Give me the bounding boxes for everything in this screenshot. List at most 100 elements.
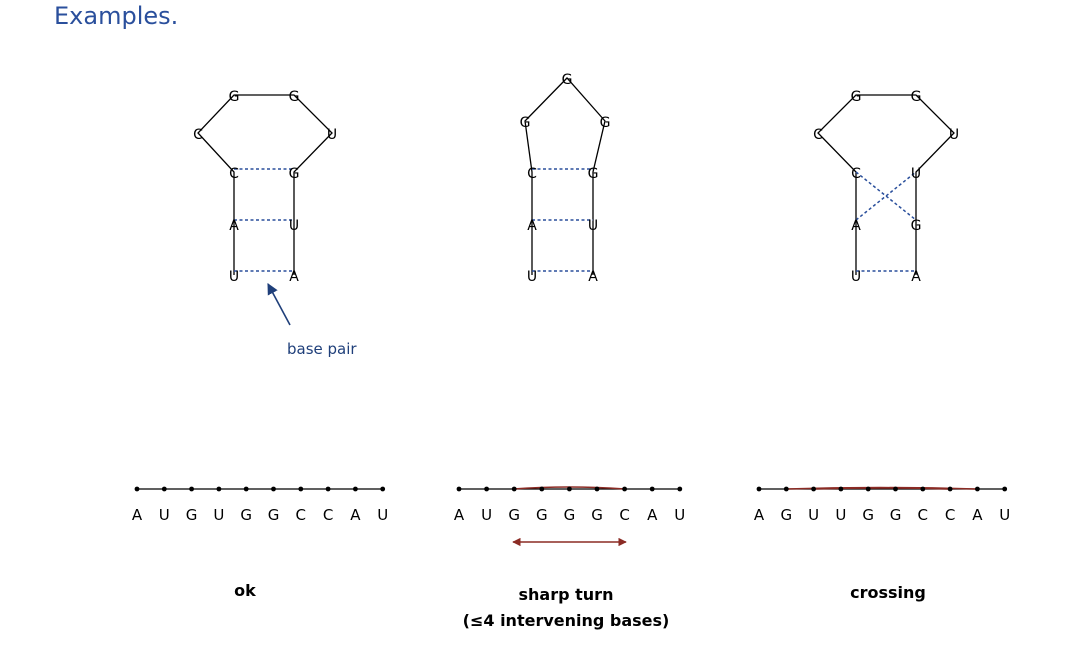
- sequence-letter: G: [268, 506, 280, 524]
- sequence-dot: [677, 486, 683, 492]
- sequence-dot: [893, 486, 898, 492]
- nucleotide: G: [229, 89, 240, 105]
- structure-ok: U A A U C G C U G G: [193, 89, 337, 285]
- sequence-dots-ok: [134, 486, 386, 492]
- sequence-dot: [271, 486, 276, 492]
- sequence-letter: G: [564, 506, 576, 524]
- sequence-letter: G: [780, 506, 792, 524]
- caption-crossing: crossing: [850, 583, 926, 602]
- pair-line-crossing-2: [855, 171, 917, 221]
- sequence-dot: [811, 486, 816, 492]
- sequence-dots-crossing: [756, 486, 1008, 492]
- sequence-letter: G: [890, 506, 902, 524]
- nucleotide: A: [289, 269, 299, 285]
- pair-line-crossing-3: [855, 171, 917, 221]
- backbone-ok: [197, 94, 333, 275]
- sequence-letter: C: [918, 506, 928, 524]
- caption-ok: ok: [234, 581, 256, 600]
- sequence-letter: G: [240, 506, 252, 524]
- nucleotide: G: [562, 72, 573, 88]
- sequence-dot: [511, 486, 517, 492]
- sequence-dot: [484, 486, 489, 492]
- structure-crossing: U A A G C U C U G G: [813, 89, 959, 285]
- sequence-dot: [1002, 486, 1008, 492]
- sequence-dot: [189, 486, 195, 492]
- sequence-letter: A: [454, 506, 465, 524]
- sequence-letter: C: [296, 506, 306, 524]
- nucleotide: U: [289, 218, 299, 234]
- sequence-dots-sharp-turn: [456, 486, 683, 492]
- nucleotide: C: [193, 127, 203, 143]
- sequence-dot: [216, 486, 222, 492]
- sequence-letter: A: [754, 506, 765, 524]
- sequence-dot: [838, 486, 844, 492]
- nucleotide: G: [600, 115, 611, 131]
- sequence-dot: [865, 486, 871, 492]
- nucleotide: C: [851, 166, 861, 182]
- base-pair-arrow: [267, 283, 291, 326]
- sequence-dot: [134, 486, 140, 492]
- sequence-dot: [756, 486, 762, 492]
- sequence-dot: [920, 486, 926, 492]
- pair-arc-crossing-2: [812, 487, 950, 490]
- nucleotide: A: [911, 269, 921, 285]
- nucleotide: G: [289, 166, 300, 182]
- caption-sharp-turn: sharp turn: [519, 585, 614, 604]
- sequence-dot: [947, 486, 953, 492]
- sequence-dot: [783, 486, 789, 492]
- caption-sharp-turn-sub: (≤4 intervening bases): [463, 611, 670, 630]
- nucleotide: A: [229, 218, 239, 234]
- sequence-letter: U: [159, 506, 170, 524]
- sequence-dot: [539, 486, 545, 492]
- sequence-letter: G: [508, 506, 520, 524]
- backbone-sharp-turn: [524, 77, 606, 275]
- sequence-dot: [649, 486, 655, 492]
- backbone-crossing: [817, 94, 955, 275]
- nucleotide: G: [588, 166, 599, 182]
- sequence-letter: C: [945, 506, 955, 524]
- sequence-letter: U: [213, 506, 224, 524]
- nucleotide: C: [813, 127, 823, 143]
- nucleotide: G: [851, 89, 862, 105]
- sequence-letter: G: [862, 506, 874, 524]
- base-pair-label: base pair: [287, 340, 357, 358]
- nucleotide: U: [327, 127, 337, 143]
- sequence-letter: A: [132, 506, 143, 524]
- nucleotide: A: [851, 218, 861, 234]
- sequence-dot: [594, 486, 600, 492]
- sequence-letter: G: [186, 506, 198, 524]
- sequence-dot: [567, 486, 572, 492]
- sequence-dot: [325, 486, 331, 492]
- sequence-letter: U: [835, 506, 846, 524]
- sequence-letter: U: [808, 506, 819, 524]
- nucleotide: U: [229, 269, 239, 285]
- nucleotide: U: [527, 269, 537, 285]
- nucleotide: U: [851, 269, 861, 285]
- slide-title: Examples.: [54, 2, 179, 30]
- nucleotide: U: [911, 166, 921, 182]
- sequence-letter: U: [674, 506, 685, 524]
- nucleotide: G: [520, 115, 531, 131]
- sequence-dot: [353, 486, 358, 492]
- nucleotide: A: [588, 269, 598, 285]
- sequence-letter: U: [377, 506, 388, 524]
- nucleotide: G: [289, 89, 300, 105]
- sequence-letter: C: [619, 506, 629, 524]
- nucleotide: U: [949, 127, 959, 143]
- sequence-letter: U: [481, 506, 492, 524]
- sequence-letter: A: [350, 506, 361, 524]
- sequence-dot: [622, 486, 627, 492]
- sequence-letter: C: [323, 506, 333, 524]
- nucleotide: G: [911, 89, 922, 105]
- sequence-letter: A: [647, 506, 658, 524]
- nucleotide: C: [527, 166, 537, 182]
- sequence-letter: A: [972, 506, 983, 524]
- structure-sharp-turn: U A A U C G G G G: [520, 72, 611, 285]
- sequence-dot: [298, 486, 304, 492]
